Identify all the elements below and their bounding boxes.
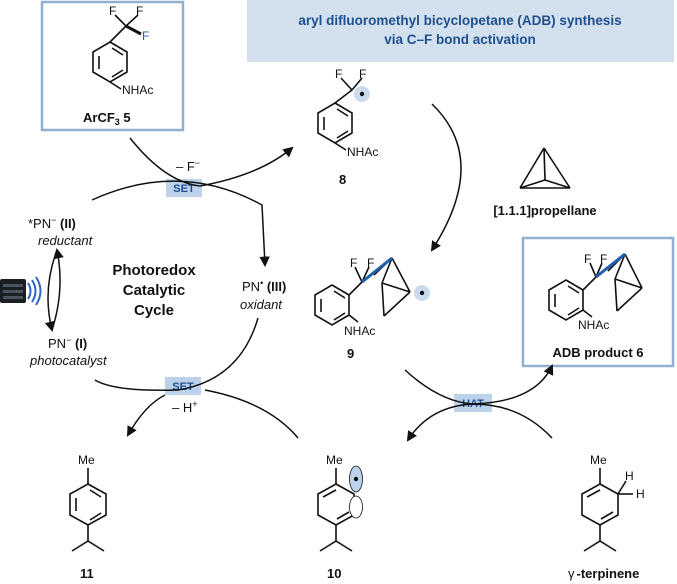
pn-excited-role: reductant [38,233,94,248]
compound-adb-box: F F NHAc ADB product 6 [521,236,675,368]
minus-fluoride: – F− [176,158,200,174]
c8-nhac: NHAc [347,145,378,159]
compound-8: F F NHAc 8 [317,67,378,187]
terpinene-h-2: H [636,487,645,501]
compound-10: Me 10 [317,453,363,581]
pn-radical: PN• (III) [242,278,286,294]
banner-line-1: aryl difluoromethyl bicyclopetane (ADB) … [298,13,621,28]
arcf3-nhac: NHAc [122,83,153,97]
adb-f-2: F [600,252,607,266]
arrow-hat-to-10 [406,403,553,442]
arcf3-structure [92,14,142,90]
c10-label: 10 [327,566,341,581]
arrow-arcf3-in [129,137,201,187]
c9-label: 9 [347,346,354,361]
c9-f-1: F [350,256,357,270]
arrow-to-8 [199,146,294,187]
pn-ground-role: photocatalyst [29,353,108,368]
compound-11: Me 11 [69,453,107,581]
arrow-to-11 [126,394,166,437]
c9-f-2: F [367,256,374,270]
compound-9: F F NHAc 9 [314,256,430,361]
arrow-ground-to-excited [51,247,64,331]
hat-tag [454,394,492,412]
banner-line-2: via C–F bond activation [384,32,536,47]
compound-terpinene: Me H H γ-terpinene [568,453,645,581]
terpinene-h-1: H [625,469,634,483]
adb-f-1: F [584,252,591,266]
pn-radical-role: oxidant [240,297,283,312]
c8-label: 8 [339,172,346,187]
set-top-tag [166,179,202,197]
adb-nhac: NHAc [578,318,609,332]
title-banner: aryl difluoromethyl bicyclopetane (ADB) … [247,0,674,62]
compound-arcf3-box: F F F NHAc ArCF3 5 [40,0,185,132]
c8-f-2: F [359,67,366,81]
photoredox-cycle: Photoredox Catalytic Cycle *PN− (II) red… [28,158,492,415]
light-source-icon [0,276,42,306]
reaction-arrows [44,103,554,442]
minus-proton: – H+ [172,399,198,415]
adb-label: ADB product 6 [553,345,644,360]
arrow-10-in [204,389,299,439]
cycle-title-1: Photoredox [112,262,196,279]
c11-me: Me [78,453,95,467]
banner-background [247,0,674,62]
arcf3-f-2: F [136,4,143,18]
set-top-text: SET [173,183,195,195]
arcf3-f-3: F [142,29,149,43]
c9-nhac: NHAc [344,324,375,338]
pn-ground: PN− (I) [48,335,87,351]
cycle-title-3: Cycle [134,302,174,319]
c11-label: 11 [80,566,94,581]
cycle-title-2: Catalytic [123,282,186,299]
terpinene-me: Me [590,453,607,467]
arcf3-frame [40,0,185,132]
pn-excited: *PN− (II) [28,215,76,231]
c10-me: Me [326,453,343,467]
arrow-cycle-upper [91,180,270,268]
adb-frame [521,236,675,368]
arcf3-f-1: F [109,4,116,18]
arcf3-label: ArCF3 5 [83,110,131,127]
propellane-label: [1.1.1]propellane [493,203,596,218]
terpinene-label: γ-terpinene [568,566,639,581]
arrow-cycle-lower [94,317,259,392]
arrow-8-to-9 [430,103,462,252]
c8-f-1: F [335,67,342,81]
compound-propellane: [1.1.1]propellane [493,147,597,218]
